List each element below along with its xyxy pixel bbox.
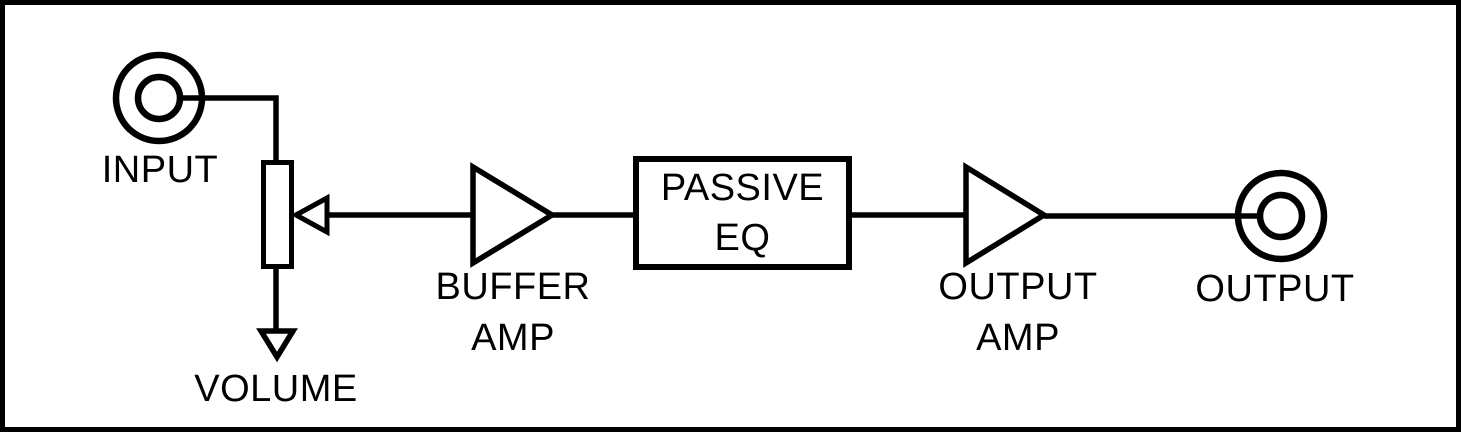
output-amp-triangle — [963, 162, 1050, 268]
buffer-amp-triangle — [470, 162, 558, 268]
buffer-amp-label: BUFFER AMP — [435, 266, 591, 359]
passive-eq-label: PASSIVE EQ — [660, 167, 825, 259]
volume-down-arrow — [256, 328, 298, 363]
volume-wiper-arrow — [290, 193, 330, 237]
passive-eq-box — [633, 156, 852, 270]
output-amp-label: OUTPUT AMP — [938, 266, 1098, 359]
volume-pot-body — [261, 160, 294, 269]
input-wire — [179, 95, 279, 164]
input-jack-inner-ring — [134, 73, 184, 123]
input-label: INPUT — [101, 149, 219, 191]
output-label: OUTPUT — [1195, 268, 1355, 310]
output-jack-inner-ring — [1256, 191, 1306, 241]
volume-label: VOLUME — [194, 368, 358, 410]
